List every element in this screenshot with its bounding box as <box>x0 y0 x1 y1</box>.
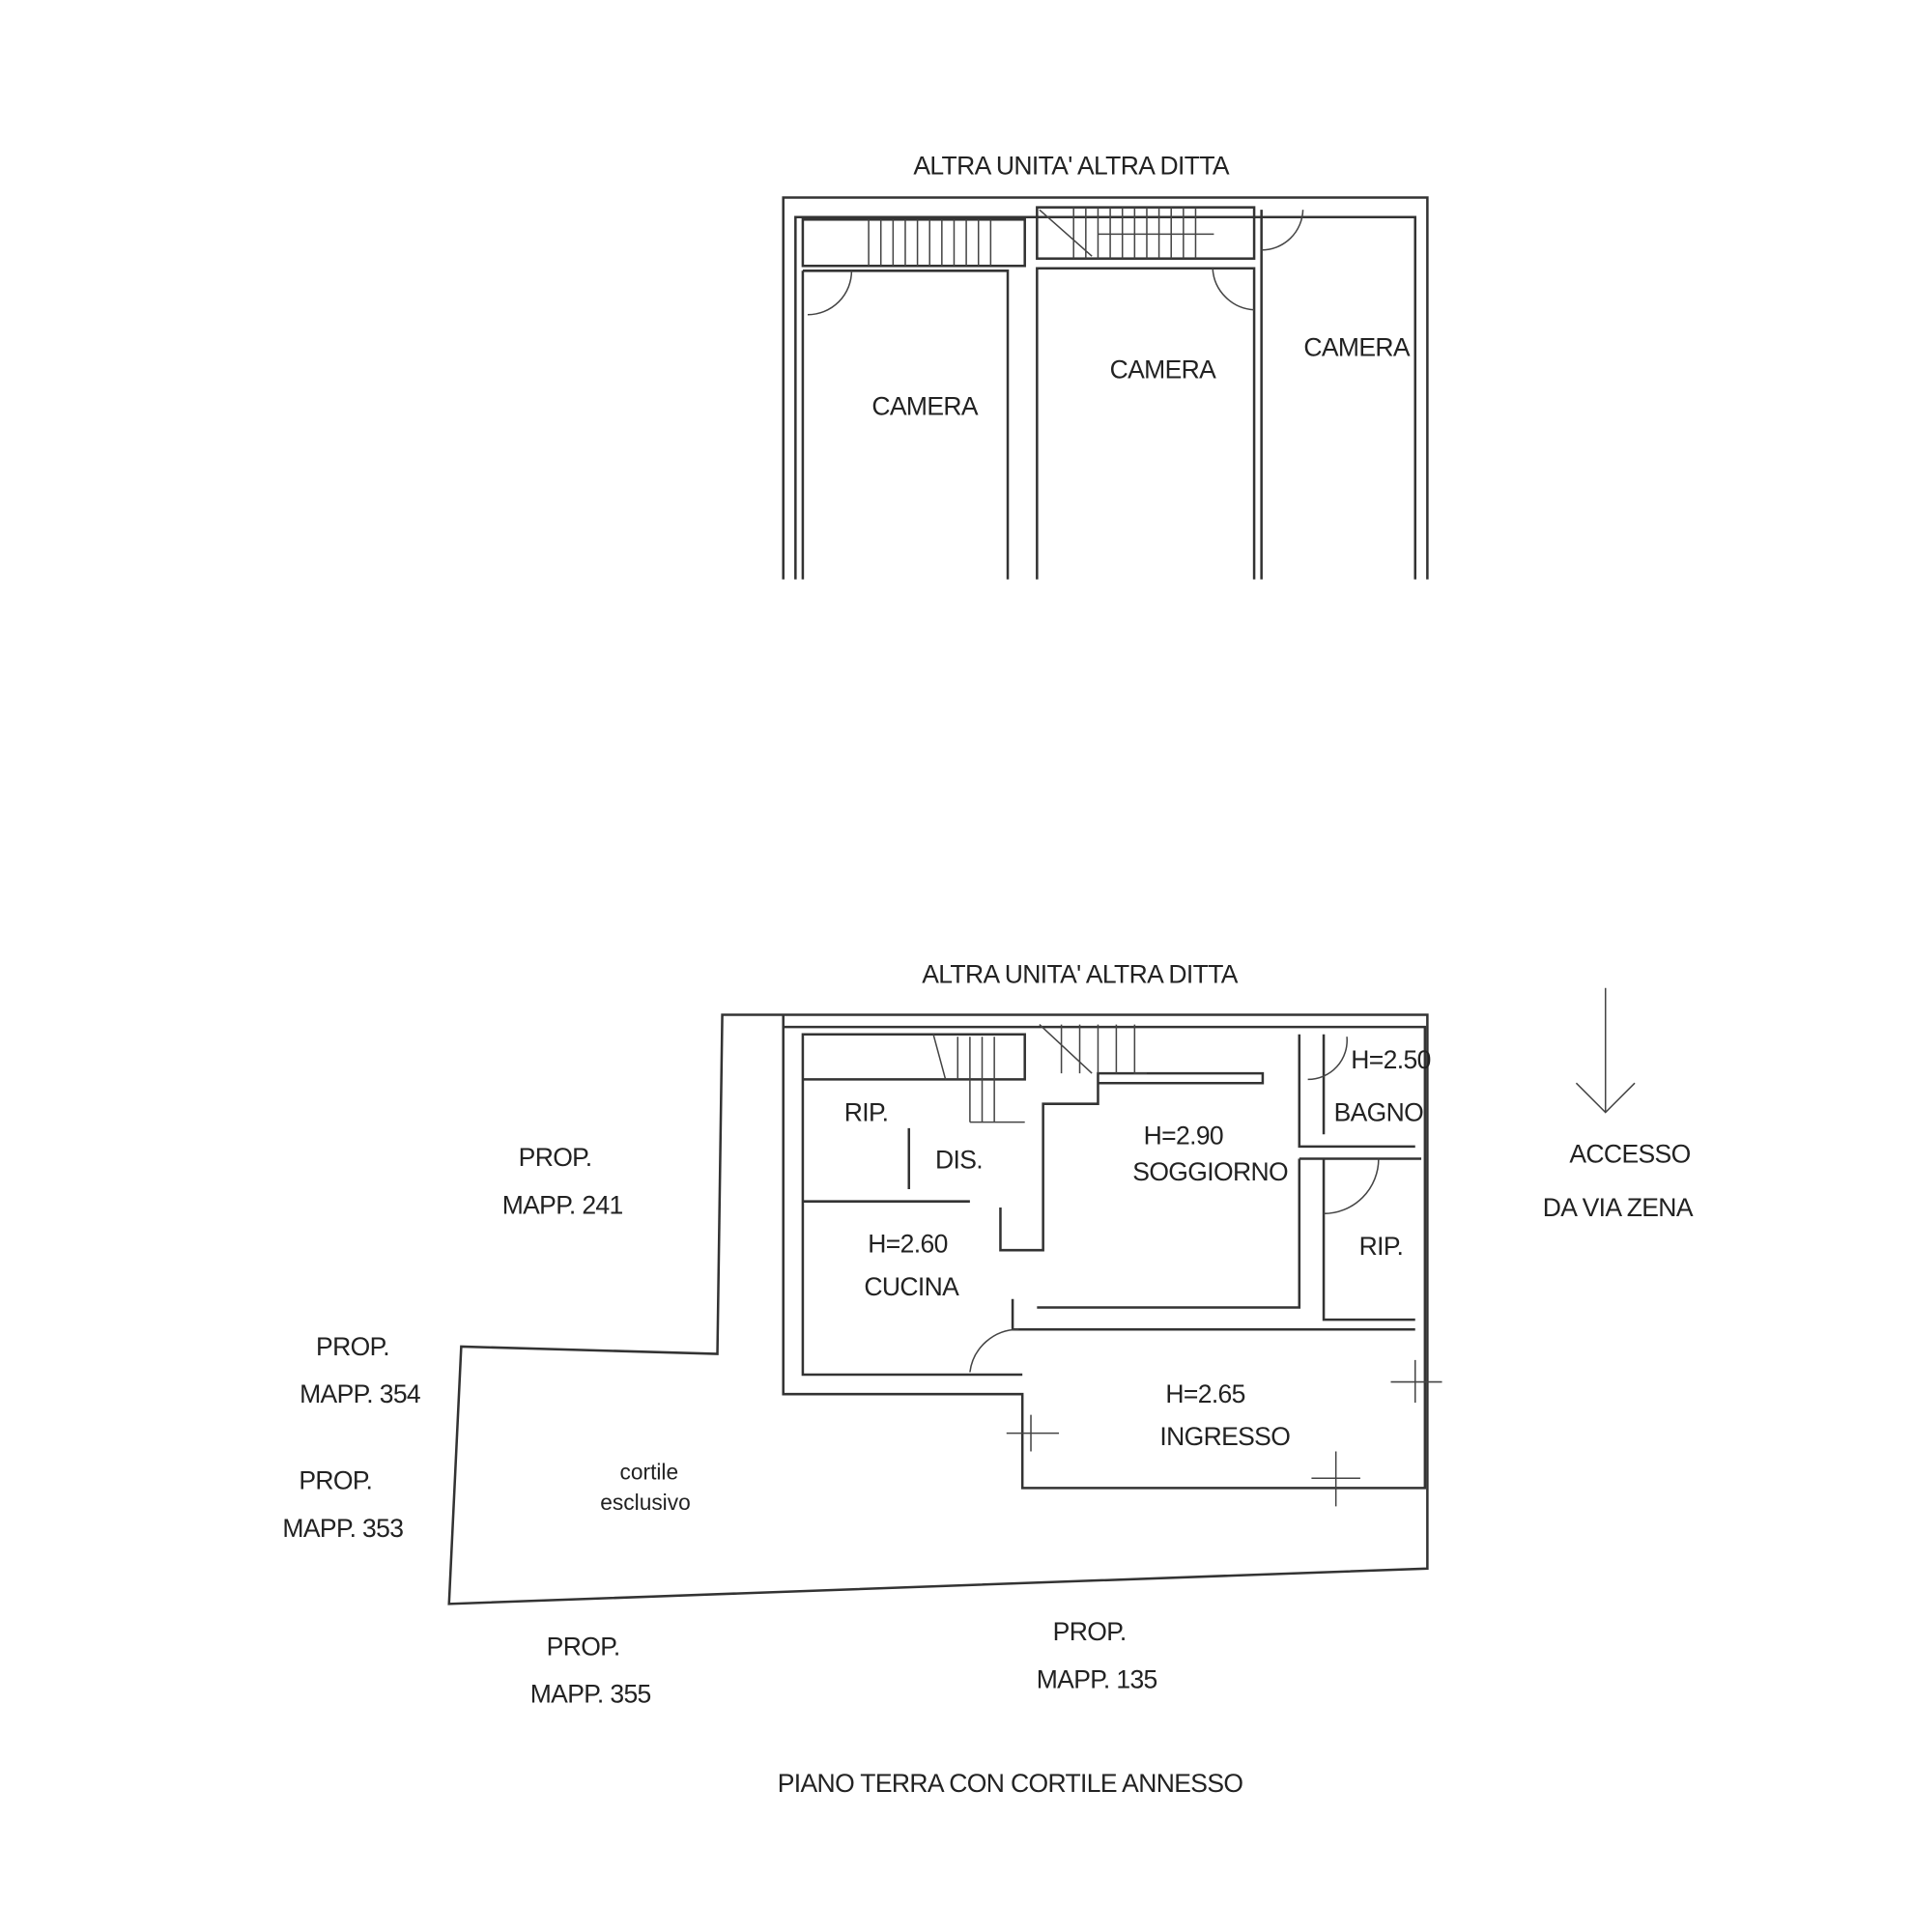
upper-floor-plan: ALTRA UNITA' ALTRA DITTA CAMERA CAMERA C… <box>782 152 1429 580</box>
access-label: ACCESSO <box>1569 1139 1690 1168</box>
svg-text:MAPP. 135: MAPP. 135 <box>1037 1664 1157 1693</box>
neighbor-parcel: PROP. MAPP. 355 <box>530 1632 652 1709</box>
room-label: SOGGIORNO <box>1132 1157 1288 1186</box>
svg-text:MAPP. 354: MAPP. 354 <box>300 1379 420 1408</box>
stairs-icon <box>1039 1024 1147 1074</box>
svg-text:PROP.: PROP. <box>519 1143 592 1172</box>
room-height: H=2.60 <box>868 1230 947 1259</box>
room-label: DIS. <box>935 1146 983 1175</box>
svg-text:MAPP. 355: MAPP. 355 <box>530 1680 651 1709</box>
svg-text:PROP.: PROP. <box>299 1466 372 1495</box>
svg-text:MAPP. 241: MAPP. 241 <box>502 1190 623 1219</box>
courtyard-boundary <box>447 1013 1429 1605</box>
arrow-down-icon <box>1575 987 1636 1114</box>
stair-landing <box>801 218 1026 268</box>
room-label: CAMERA <box>1303 333 1411 362</box>
neighbor-parcel: PROP. MAPP. 135 <box>1037 1617 1158 1693</box>
room-label: CAMERA <box>1110 355 1217 384</box>
access-label: DA VIA ZENA <box>1543 1193 1694 1222</box>
room-label: RIP. <box>1359 1232 1404 1261</box>
stairs-icon <box>932 1034 1025 1123</box>
door-swing-icon <box>807 210 1304 316</box>
neighbor-parcel: PROP. MAPP. 354 <box>300 1332 421 1408</box>
neighbor-parcel: PROP. MAPP. 241 <box>502 1143 624 1219</box>
courtyard-label: cortile <box>620 1460 679 1485</box>
room-height: H=2.65 <box>1165 1379 1244 1408</box>
neighbor-parcel: PROP. MAPP. 353 <box>282 1466 404 1543</box>
stairs-icon <box>1039 207 1214 259</box>
pillar-cross-icon <box>1006 1359 1442 1507</box>
svg-text:PROP.: PROP. <box>316 1332 389 1361</box>
stairs-icon <box>868 219 992 267</box>
ground-floor-plan: ALTRA UNITA' ALTRA DITTA RIP. DIS. H=2.9… <box>282 960 1694 1798</box>
plan-caption: PIANO TERRA CON CORTILE ANNESSO <box>778 1769 1243 1798</box>
svg-text:PROP.: PROP. <box>547 1632 620 1661</box>
door-swing-icon <box>969 1037 1380 1373</box>
room-label: RIP. <box>844 1097 889 1126</box>
room-height: H=2.50 <box>1351 1045 1430 1074</box>
room-label: INGRESSO <box>1159 1422 1290 1451</box>
svg-text:PROP.: PROP. <box>1053 1617 1127 1646</box>
room-label: CUCINA <box>864 1272 959 1301</box>
courtyard-label: esclusivo <box>600 1490 690 1515</box>
upper-neighbor-label: ALTRA UNITA' ALTRA DITTA <box>913 152 1230 181</box>
svg-text:MAPP. 353: MAPP. 353 <box>282 1514 403 1543</box>
ground-neighbor-label: ALTRA UNITA' ALTRA DITTA <box>922 960 1239 989</box>
room-height: H=2.90 <box>1144 1121 1223 1150</box>
room-label: CAMERA <box>871 391 979 420</box>
room-label: BAGNO <box>1334 1097 1424 1126</box>
